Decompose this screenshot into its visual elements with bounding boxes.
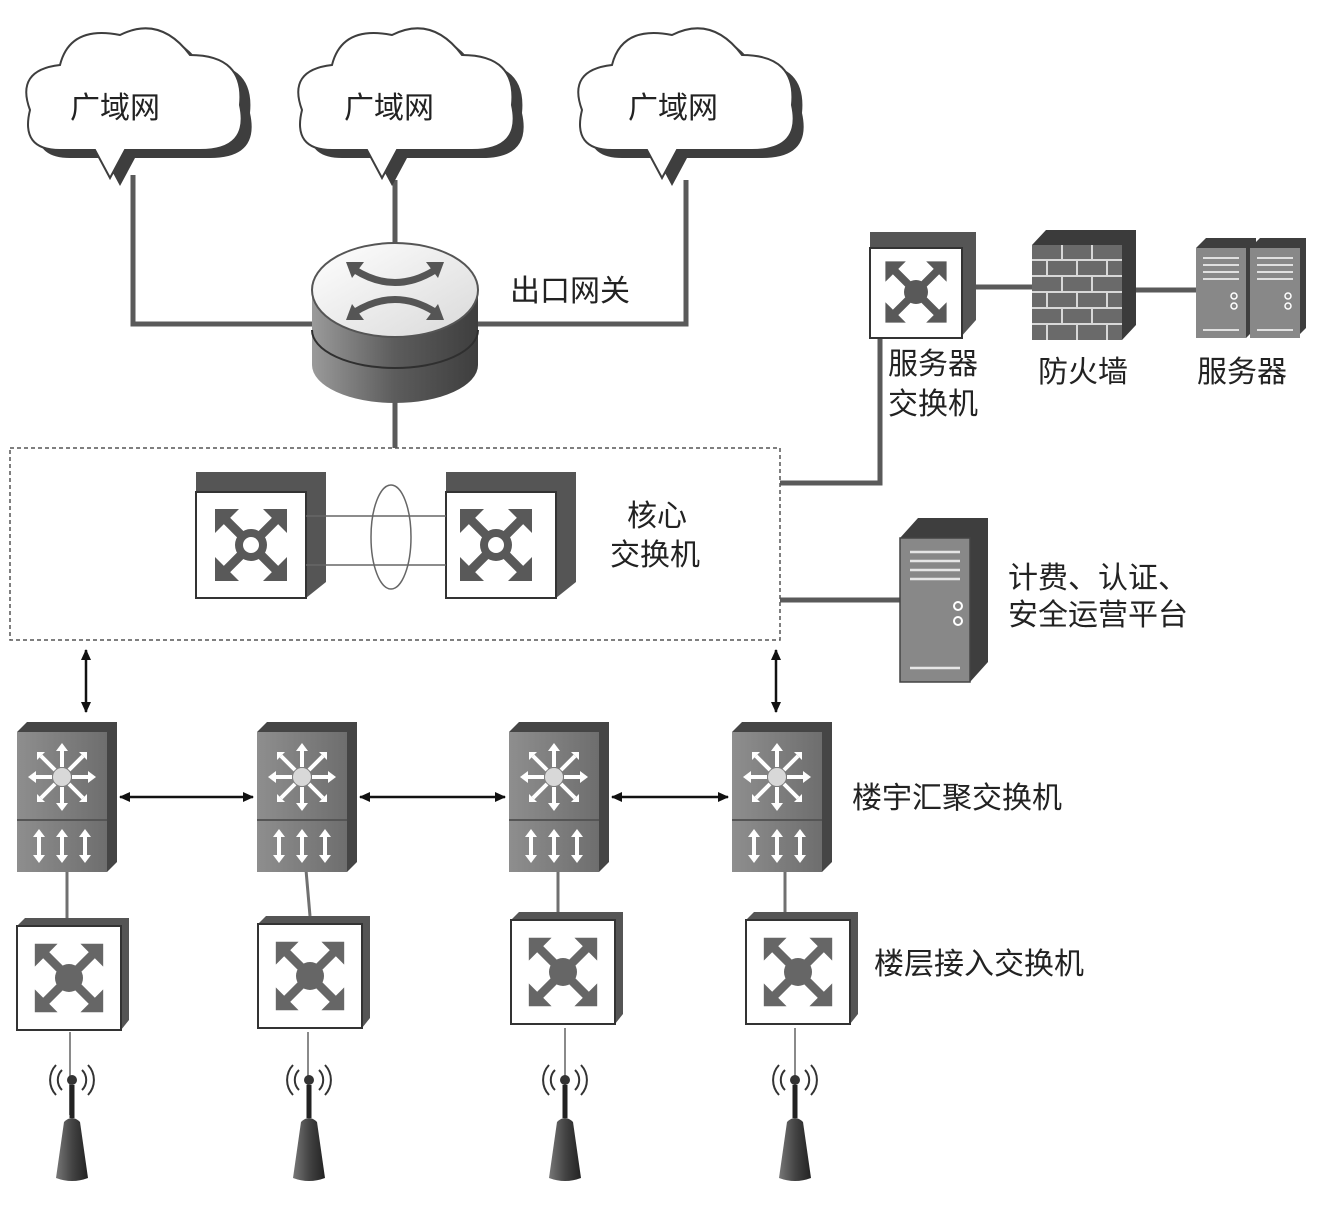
aggregation-switch-2-icon [257,722,357,872]
server-unit-1 [1196,238,1256,338]
connection-lines [130,175,1196,603]
access-switch-2-icon [257,916,370,1029]
gateway-label: 出口网关 [510,274,630,309]
uplink-lines [65,869,787,918]
server-switch-icon [869,232,976,339]
wan-cloud-3-label: 广域网 [628,91,718,126]
core-switch-2-icon [445,472,576,599]
gateway-router-icon [311,242,479,403]
core-to-server-switch [780,332,883,486]
wan-cloud-2-label: 广域网 [344,91,434,126]
core-switch-group [9,447,781,641]
server-unit-2 [1250,238,1306,338]
wireless-ap-2-icon [286,1064,332,1181]
access-switch-1-icon [16,918,129,1031]
core-stack-link [306,484,446,590]
platform-server-icon [899,518,988,683]
core-switch-1-icon [195,472,326,599]
firewall-icon [1032,230,1136,340]
wan-cloud-1 [25,27,252,187]
ap-lines [69,1028,796,1115]
cloud1-to-gateway [130,175,315,327]
wireless-ap-3-icon [542,1064,588,1181]
platform-label-line2: 安全运营平台 [1008,598,1188,633]
aggregation-switch-4-icon [732,722,832,872]
access-switch-label: 楼层接入交换机 [874,947,1084,982]
wireless-ap-1-icon [49,1064,95,1181]
firewall-label: 防火墙 [1038,355,1128,390]
core-to-aggregation-links [81,649,781,713]
core-switch-label-line2: 交换机 [610,538,700,573]
wan-cloud-2 [297,27,524,187]
access-switch-3-icon [510,912,623,1025]
aggregation-switch-1-icon [17,722,117,872]
wireless-ap-4-icon [772,1064,818,1181]
servers-icon [1196,238,1306,338]
cloud3-to-gateway [475,180,689,327]
servers-label: 服务器 [1197,355,1287,390]
wan-cloud-1-label: 广域网 [70,91,160,126]
platform-label-line1: 计费、认证、 [1008,561,1188,596]
core-switch-label-line1: 核心 [627,499,687,534]
server-switch-label-line1: 服务器 [888,347,978,382]
access-switch-4-icon [745,912,858,1025]
aggregation-switch-3-icon [509,722,609,872]
server-switch-label-line2: 交换机 [888,387,978,422]
wan-cloud-3 [577,27,804,187]
aggregation-switch-label: 楼宇汇聚交换机 [852,781,1062,816]
